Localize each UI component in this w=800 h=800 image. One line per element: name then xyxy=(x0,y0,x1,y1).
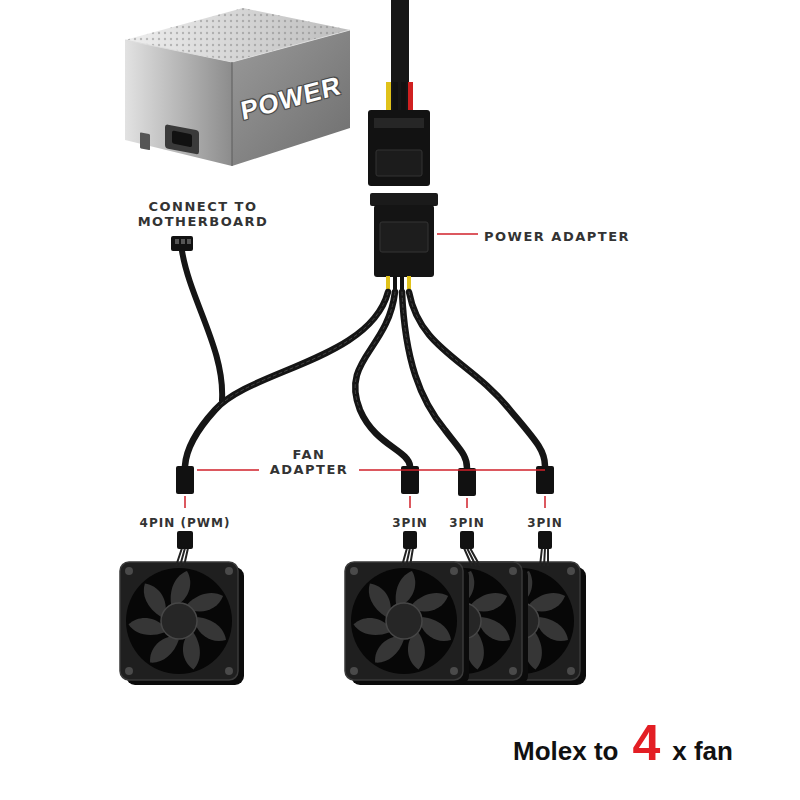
fan-plug xyxy=(177,531,193,549)
psu-side-face xyxy=(232,30,350,166)
leader-line xyxy=(197,469,259,471)
fan-plug xyxy=(538,531,552,549)
wire xyxy=(393,82,398,112)
leader-line xyxy=(466,498,468,508)
molex-male xyxy=(374,205,434,277)
power-supply xyxy=(125,8,350,166)
pin-label-box: 3PIN xyxy=(449,513,485,531)
fan-lead xyxy=(176,548,188,566)
molex-face xyxy=(376,150,422,176)
connector-housing xyxy=(171,236,193,251)
pin-label-box: 4PIN (PWM) xyxy=(140,513,231,531)
callout-label-box: FAN ADAPTER xyxy=(264,447,354,478)
psu-edge xyxy=(232,62,233,166)
leader-line xyxy=(359,469,545,471)
wire xyxy=(402,292,467,468)
wire xyxy=(182,251,222,400)
fan-plug xyxy=(403,531,417,549)
fan-lead xyxy=(540,548,548,566)
pin-label: 3PIN xyxy=(449,516,485,530)
fan-plug xyxy=(460,531,474,549)
sleeve-weave xyxy=(355,292,395,410)
caption-text: x fan xyxy=(672,738,733,764)
ac-socket xyxy=(172,130,192,147)
sleeved-wires xyxy=(182,251,545,468)
molex-female xyxy=(368,110,430,186)
molex-ridge xyxy=(374,118,424,128)
leader-line xyxy=(437,233,478,235)
sleeve-weave xyxy=(215,292,388,410)
wire xyxy=(386,82,391,112)
caption-number: 4 xyxy=(632,718,660,768)
motherboard-connector xyxy=(171,236,193,251)
fan-3pin xyxy=(345,562,469,685)
pin-label: 3PIN xyxy=(392,516,428,530)
power-switch xyxy=(140,132,150,150)
adapter-connector xyxy=(176,466,194,494)
fan-lead xyxy=(464,548,480,566)
leader-line xyxy=(184,496,186,508)
connector-pin xyxy=(181,239,185,244)
fan-lead xyxy=(402,548,413,566)
fan-4pin xyxy=(120,562,244,685)
pin-label-box: 3PIN xyxy=(527,513,563,531)
callout-label-box: CONNECT TO MOTHERBOARD xyxy=(133,199,273,230)
pin-label-box: 3PIN xyxy=(392,513,428,531)
wire xyxy=(409,292,545,466)
pin-label: 3PIN xyxy=(527,516,563,530)
caption-number-box: 4 xyxy=(632,718,660,768)
sleeve-weave xyxy=(402,292,445,430)
callout-label-box: POWER ADAPTER xyxy=(484,227,630,245)
molex-face xyxy=(380,222,428,252)
cable xyxy=(391,0,409,112)
connector-pin xyxy=(175,239,179,244)
molex-male-flange xyxy=(370,193,438,206)
pin-label: 4PIN (PWM) xyxy=(140,516,231,530)
wire xyxy=(401,82,406,112)
callout-label: POWER ADAPTER xyxy=(484,229,630,244)
sleeve-weave xyxy=(409,292,510,410)
ac-inlet xyxy=(165,124,199,155)
molex-cable xyxy=(368,0,478,292)
fans xyxy=(120,562,586,685)
fan-adapter-connectors xyxy=(176,466,554,508)
callout-label: CONNECT TO MOTHERBOARD xyxy=(133,199,273,229)
fan-plugs xyxy=(176,531,552,566)
caption-text-box: Molex to xyxy=(513,738,618,764)
caption-text-box: x fan xyxy=(672,738,733,764)
psu-edge xyxy=(125,30,350,62)
connector-pin xyxy=(187,239,191,244)
leader-line xyxy=(544,496,546,508)
leader-line xyxy=(409,496,411,508)
caption-text: Molex to xyxy=(513,738,618,764)
wire xyxy=(408,82,413,112)
adapter-connector xyxy=(458,468,476,496)
callout-label: FAN ADAPTER xyxy=(264,447,354,477)
